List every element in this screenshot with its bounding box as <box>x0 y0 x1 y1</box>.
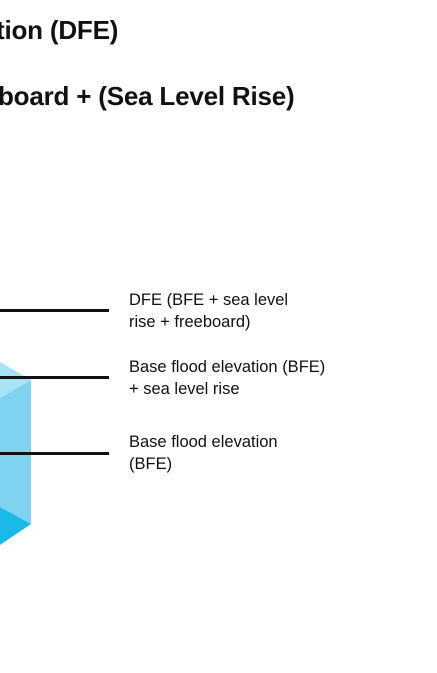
water-top-face <box>0 362 31 398</box>
bfe-label-line-2: (BFE) <box>129 455 173 473</box>
diagram-title: tion (DFE) <box>0 15 119 45</box>
water-lower-face <box>0 507 31 545</box>
dfe-label-line-2: rise + freeboard) <box>129 313 251 331</box>
bfe-slr-label-line-2: + sea level rise <box>129 380 240 398</box>
dfe-label: DFE (BFE + sea level rise + freeboard) <box>129 289 359 333</box>
bfe-slr-label-line-1: Base flood elevation (BFE) <box>129 358 326 376</box>
dfe-label-line-1: DFE (BFE + sea level <box>129 291 289 309</box>
dfe-formula: board + (Sea Level Rise) <box>0 81 295 111</box>
bfe-slr-label: Base flood elevation (BFE) + sea level r… <box>129 356 359 400</box>
bfe-label: Base flood elevation (BFE) <box>129 431 359 475</box>
bfe-label-line-1: Base flood elevation <box>129 433 278 451</box>
